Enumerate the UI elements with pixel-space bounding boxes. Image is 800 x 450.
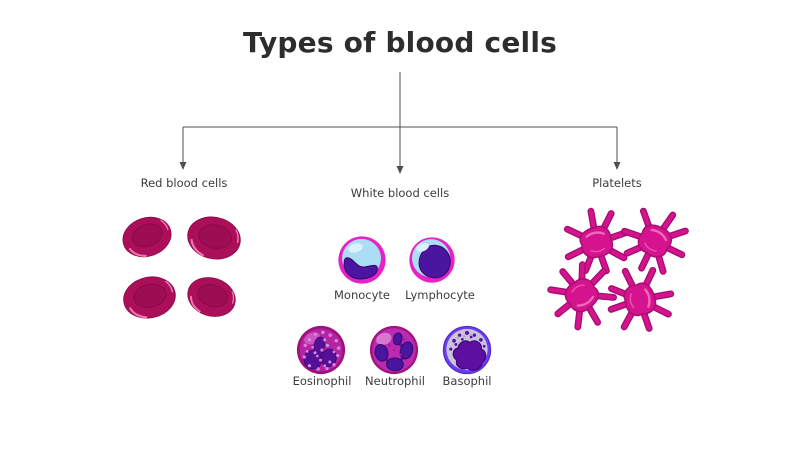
page-title: Types of blood cells bbox=[243, 26, 557, 59]
cell-label-monocyte: Monocyte bbox=[334, 288, 390, 302]
monocyte-illustration bbox=[338, 236, 386, 284]
branch-label-white-blood-cells: White blood cells bbox=[350, 186, 450, 200]
eosinophil-illustration bbox=[296, 325, 346, 375]
arrow-down-icon bbox=[396, 166, 404, 174]
neutrophil-illustration bbox=[369, 325, 419, 375]
cell-label-basophil: Basophil bbox=[442, 374, 492, 388]
arrow-down-icon bbox=[613, 162, 621, 170]
platelet-illustration bbox=[597, 254, 687, 344]
basophil-granules bbox=[449, 330, 486, 351]
branch-label-platelets: Platelets bbox=[592, 176, 642, 190]
basophil-illustration bbox=[442, 325, 492, 375]
eosinophil-granules bbox=[302, 330, 341, 371]
red-blood-cell-illustration bbox=[118, 271, 181, 324]
branch-label-red-blood-cells: Red blood cells bbox=[140, 176, 228, 190]
lymphocyte-illustration bbox=[409, 237, 455, 283]
cell-label-lymphocyte: Lymphocyte bbox=[405, 288, 475, 302]
cell-label-eosinophil: Eosinophil bbox=[292, 374, 352, 388]
cell-label-neutrophil: Neutrophil bbox=[365, 374, 425, 388]
arrow-down-icon bbox=[179, 162, 187, 170]
red-blood-cell-illustration bbox=[116, 210, 178, 264]
red-blood-cell-illustration bbox=[182, 211, 246, 265]
red-blood-cell-illustration bbox=[181, 270, 242, 324]
